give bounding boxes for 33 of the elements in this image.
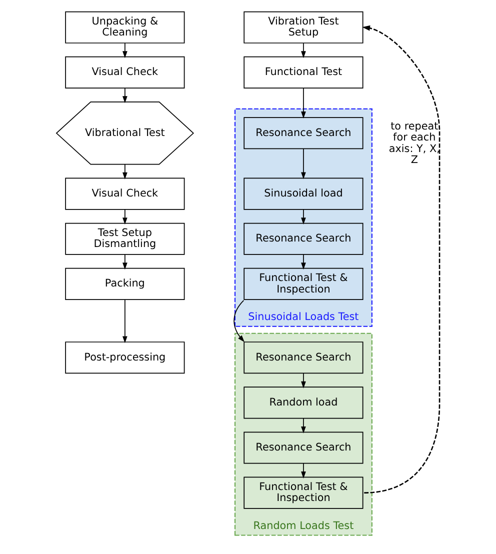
node-box: Sinusoidal load — [244, 178, 364, 210]
arrow — [122, 299, 128, 344]
arrow — [234, 300, 245, 342]
node-box: Functional Test — [244, 56, 364, 88]
node-box: Functional Test & Inspection — [244, 476, 364, 509]
arrow — [122, 209, 128, 225]
node-box: Packing — [65, 268, 185, 300]
node-box: Post-processing — [65, 342, 185, 374]
node-box: Test Setup Dismantling — [65, 222, 185, 255]
node-box: Resonance Search — [244, 342, 364, 374]
arrow — [301, 418, 306, 434]
arrow — [122, 88, 128, 104]
edge-label: to repeat for each axis: Y, X, Z — [388, 120, 440, 166]
node-box: Visual Check — [65, 56, 185, 88]
node-box: Functional Test & Inspection — [244, 268, 364, 300]
arrow — [301, 372, 306, 388]
arrow — [301, 88, 306, 118]
arrow — [122, 254, 128, 270]
node-box: Resonance Search — [244, 117, 364, 150]
arrow — [301, 148, 306, 180]
arrow — [122, 42, 128, 58]
node-box: Unpacking & Cleaning — [65, 11, 185, 44]
arrow — [362, 25, 440, 494]
node-box: Resonance Search — [244, 432, 364, 464]
arrow — [301, 254, 306, 270]
node-box: Vibration Test Setup — [244, 11, 364, 44]
node-box: Visual Check — [65, 178, 185, 210]
arrow — [301, 209, 306, 225]
node-box: Random load — [244, 386, 364, 419]
arrow — [301, 463, 306, 478]
node-box: Resonance Search — [244, 222, 364, 255]
arrow — [301, 42, 306, 58]
arrow — [122, 164, 128, 180]
